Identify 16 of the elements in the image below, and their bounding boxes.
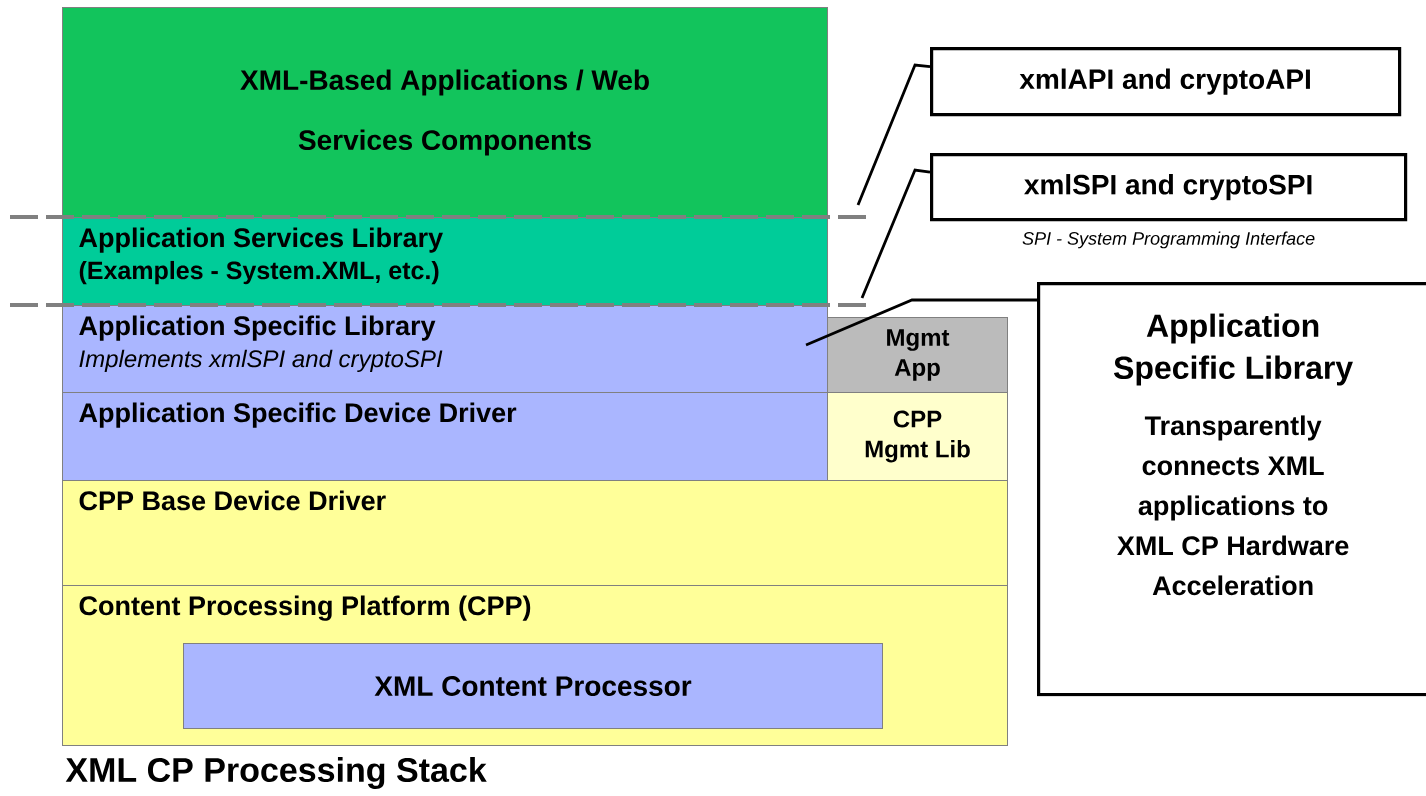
layer-box: Application Specific Device Driver (62, 392, 828, 481)
layer-box: Application Services Library (Examples - System.XML, etc.) (62, 217, 828, 306)
leader-line (856, 63, 931, 206)
layer-box: Application Specific Library Implements xmlSPI and cryptoSPI (62, 305, 828, 393)
interface-box: xmlAPI and cryptoAPI (930, 47, 1402, 117)
layer-box: XML-Based Applications / Web Services Components (62, 7, 828, 218)
processor-box: XML Content Processor (183, 643, 883, 729)
side-box: CPP Mgmt Lib (827, 392, 1008, 481)
note: SPI - System Programming Interface (1022, 231, 1315, 249)
caption: XML CP Processing Stack (65, 757, 487, 789)
leader-line (805, 298, 1037, 347)
interface-box: xmlSPI and cryptoSPI (930, 153, 1408, 222)
callout-box: Application Specific Library Transparently connects XML applications to XML CP Hardware Acceleration (1037, 282, 1426, 697)
layer-box: CPP Base Device Driver (62, 480, 1008, 586)
leader-line (860, 168, 931, 299)
side-box: Mgmt App (827, 317, 1008, 393)
